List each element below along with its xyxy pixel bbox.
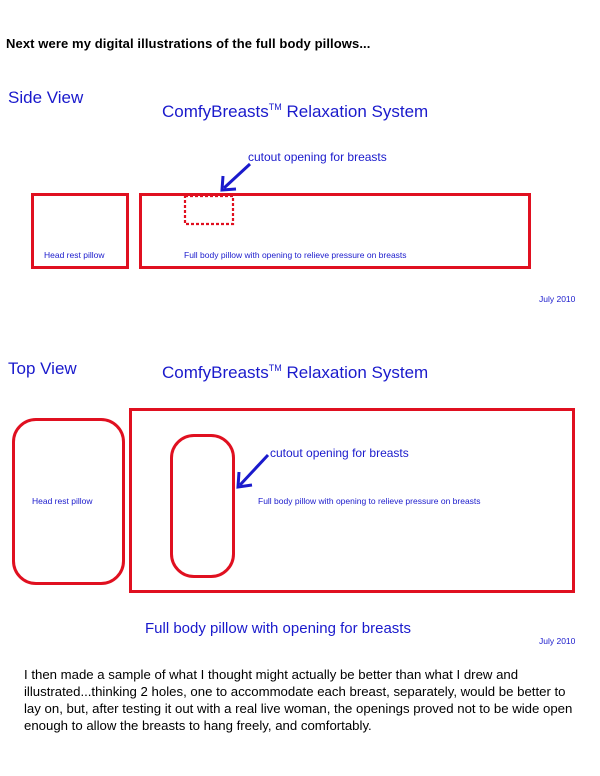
side-head-rest-label: Head rest pillow bbox=[44, 250, 105, 260]
title-rest: Relaxation System bbox=[281, 363, 429, 382]
side-view-label: Side View bbox=[8, 88, 84, 107]
top-head-rest-pillow bbox=[12, 418, 125, 585]
top-head-rest-label: Head rest pillow bbox=[32, 496, 93, 506]
side-body-pillow-label: Full body pillow with opening to relieve… bbox=[184, 250, 407, 260]
intro-heading: Next were my digital illustrations of th… bbox=[6, 36, 371, 51]
top-view-label: Top View bbox=[8, 359, 77, 378]
body-paragraph: I then made a sample of what I thought m… bbox=[24, 667, 573, 733]
side-cutout-label: cutout opening for breasts bbox=[248, 150, 387, 164]
top-view-caption: Full body pillow with opening for breast… bbox=[145, 620, 411, 637]
side-view-system-title: ComfyBreastsTM Relaxation System bbox=[162, 102, 428, 122]
top-view-date: July 2010 bbox=[539, 636, 576, 646]
top-cutout-opening bbox=[170, 434, 235, 578]
side-head-rest-pillow bbox=[31, 193, 129, 269]
side-cutout-opening bbox=[183, 194, 235, 226]
side-view-date: July 2010 bbox=[539, 294, 576, 304]
trademark-mark: TM bbox=[268, 102, 282, 112]
top-arrow-icon bbox=[236, 453, 270, 489]
top-body-pillow-label: Full body pillow with opening to relieve… bbox=[258, 496, 481, 506]
top-cutout-label: cutout opening for breasts bbox=[270, 446, 409, 460]
side-arrow-icon bbox=[220, 162, 252, 192]
top-view-system-title: ComfyBreastsTM Relaxation System bbox=[162, 363, 428, 383]
title-rest: Relaxation System bbox=[281, 102, 429, 121]
title-brand: ComfyBreasts bbox=[162, 363, 269, 382]
top-body-pillow bbox=[129, 408, 575, 593]
trademark-mark: TM bbox=[268, 363, 282, 373]
side-body-pillow bbox=[139, 193, 531, 269]
title-brand: ComfyBreasts bbox=[162, 102, 269, 121]
